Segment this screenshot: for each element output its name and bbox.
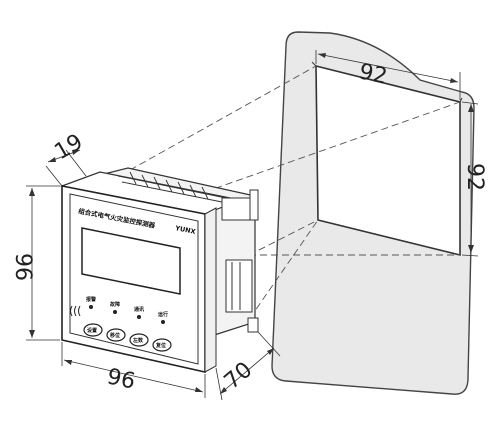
panel-cutout bbox=[271, 31, 475, 395]
svg-text:移位: 移位 bbox=[110, 332, 120, 339]
signal-icon bbox=[70, 305, 81, 317]
depth-dimension: 70 bbox=[215, 331, 281, 401]
device: 组合式电气火灾监控探测器 YUNX 报警 故障 通讯 运行 设置 移位 bbox=[59, 167, 259, 373]
led-run bbox=[161, 320, 165, 324]
led-fault bbox=[113, 310, 117, 314]
button-shift[interactable]: 移位 bbox=[106, 328, 126, 342]
panel-width-dimension: 96 bbox=[61, 342, 206, 398]
led-label-fault: 故障 bbox=[110, 301, 120, 308]
svg-text:设置: 设置 bbox=[87, 327, 97, 334]
button-set[interactable]: 设置 bbox=[83, 323, 103, 337]
button-reset[interactable]: 复位 bbox=[152, 338, 172, 352]
lcd-screen bbox=[81, 227, 181, 295]
button-left[interactable]: 左数 bbox=[129, 333, 149, 347]
bezel-dimension: 19 bbox=[45, 130, 88, 187]
led-label-alarm: 报警 bbox=[86, 296, 96, 303]
cutout-width-dimension: 92 bbox=[315, 50, 461, 100]
led-alarm bbox=[89, 305, 93, 309]
bezel-label: 19 bbox=[51, 130, 88, 166]
panel-height-label: 96 bbox=[10, 253, 35, 281]
panel-height-dimension: 96 bbox=[10, 185, 60, 341]
svg-text:复位: 复位 bbox=[155, 342, 166, 349]
panel-width-label: 96 bbox=[105, 364, 138, 394]
device-brand: YUNX bbox=[174, 224, 197, 236]
cutout-width-label: 92 bbox=[357, 59, 390, 89]
cutout-height-dimension: 92 bbox=[461, 101, 487, 257]
svg-text:左数: 左数 bbox=[132, 337, 144, 344]
led-comm bbox=[137, 315, 141, 319]
led-label-run: 运行 bbox=[158, 311, 168, 318]
led-label-comm: 通讯 bbox=[134, 306, 144, 313]
cutout-height-label: 92 bbox=[462, 163, 487, 191]
